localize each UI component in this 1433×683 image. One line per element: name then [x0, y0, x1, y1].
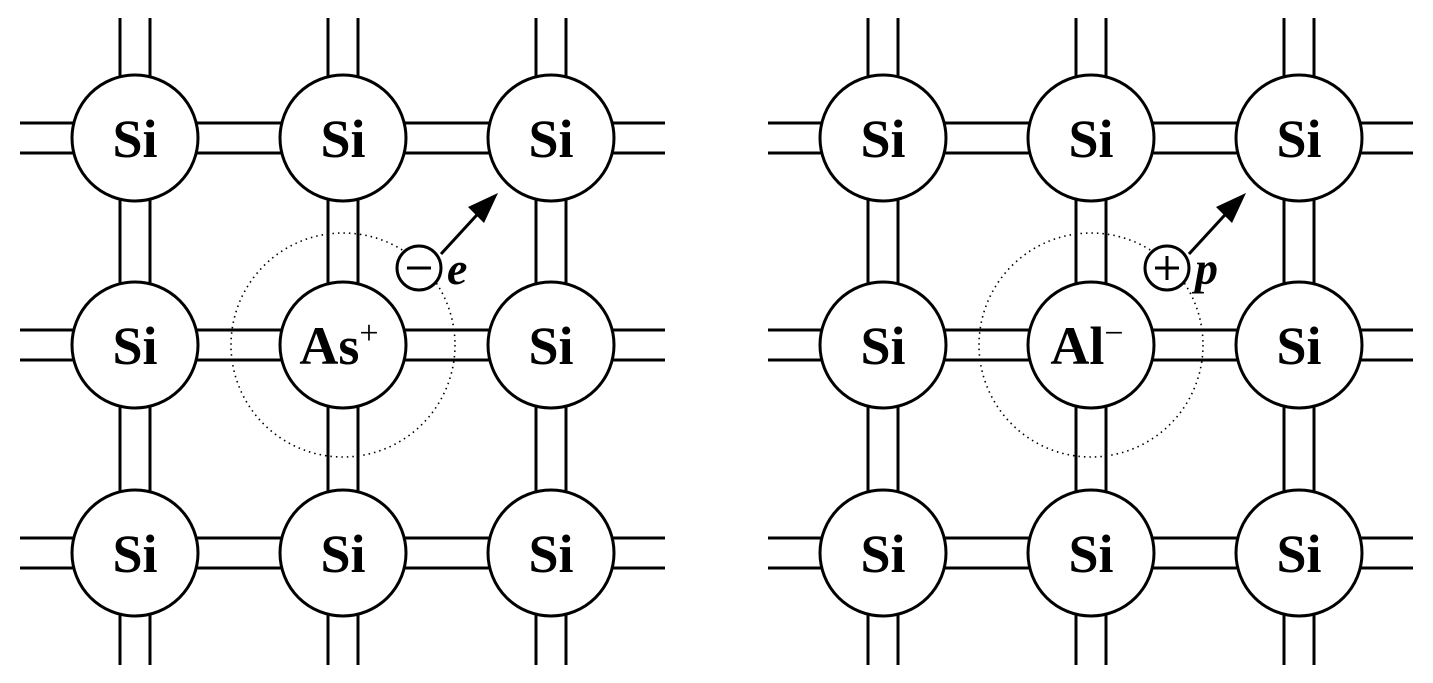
- atom-circle: [278, 488, 408, 618]
- atom-symbol: Si: [860, 109, 905, 169]
- element-symbol: Si: [320, 109, 365, 169]
- impurity-orbit-dotted: [978, 232, 1204, 458]
- atom-circle: [486, 488, 616, 618]
- atom-circle: [1026, 488, 1156, 618]
- impurity-atom: As+: [278, 280, 408, 410]
- silicon-atom: Si: [486, 73, 616, 203]
- silicon-atom: Si: [1026, 73, 1156, 203]
- atom-circle: [486, 280, 616, 410]
- atom-circle: [70, 280, 200, 410]
- atom-symbol: Si: [320, 109, 365, 169]
- atom-circle: [70, 73, 200, 203]
- silicon-atom: Si: [1026, 488, 1156, 618]
- atom-symbol: Si: [320, 524, 365, 584]
- element-symbol: Si: [860, 316, 905, 376]
- element-symbol: Si: [1276, 524, 1321, 584]
- atom-circle: [818, 488, 948, 618]
- atom-symbol: Si: [528, 316, 573, 376]
- atom-circle: [818, 280, 948, 410]
- atom-circle: [1234, 280, 1364, 410]
- silicon-atom: Si: [818, 488, 948, 618]
- element-symbol: Si: [528, 316, 573, 376]
- silicon-atom: Si: [818, 280, 948, 410]
- atom-symbol: Si: [1068, 109, 1113, 169]
- impurity-atom: Al−: [1026, 280, 1156, 410]
- atom-circle: [1026, 280, 1156, 410]
- element-symbol: Si: [528, 524, 573, 584]
- impurity-orbit-dotted: [230, 232, 456, 458]
- atom-symbol: Si: [528, 109, 573, 169]
- element-symbol: Si: [1068, 524, 1113, 584]
- atom-symbol: Si: [1276, 524, 1321, 584]
- plus-sign: [1155, 256, 1179, 280]
- element-symbol: Si: [1276, 109, 1321, 169]
- silicon-atom: Si: [818, 73, 948, 203]
- silicon-atom: Si: [1234, 488, 1364, 618]
- element-symbol: Al: [1050, 316, 1104, 376]
- silicon-atom: Si: [70, 488, 200, 618]
- ion-charge: +: [359, 315, 378, 352]
- element-symbol: Si: [112, 524, 157, 584]
- element-symbol: Si: [1068, 109, 1113, 169]
- ion-charge: −: [1104, 315, 1123, 352]
- element-symbol: As: [299, 316, 359, 376]
- silicon-atom: Si: [278, 73, 408, 203]
- element-symbol: Si: [528, 109, 573, 169]
- atom-symbol: Si: [112, 316, 157, 376]
- atom-circle: [1234, 488, 1364, 618]
- arrow-head: [1216, 193, 1246, 223]
- atom-circle: [1234, 73, 1364, 203]
- electron-label: e: [447, 243, 467, 294]
- silicon-atom: Si: [486, 280, 616, 410]
- element-symbol: Si: [320, 524, 365, 584]
- silicon-atom: Si: [486, 488, 616, 618]
- element-symbol: Si: [1276, 316, 1321, 376]
- free-hole: +p: [1143, 193, 1246, 294]
- element-symbol: Si: [860, 524, 905, 584]
- atom-circle: [1026, 73, 1156, 203]
- atom-circle: [818, 73, 948, 203]
- element-symbol: Si: [112, 316, 157, 376]
- atom-symbol: Si: [1068, 524, 1113, 584]
- silicon-atom: Si: [278, 488, 408, 618]
- impurity-symbol: Al−: [1050, 315, 1123, 376]
- atom-symbol: Si: [112, 109, 157, 169]
- silicon-atom: Si: [1234, 280, 1364, 410]
- atom-circle: [486, 73, 616, 203]
- silicon-atom: Si: [1234, 73, 1364, 203]
- free-electron: −e: [395, 193, 498, 294]
- atom-symbol: Si: [1276, 316, 1321, 376]
- atom-circle: [278, 280, 408, 410]
- impurity-symbol: As+: [299, 315, 378, 376]
- element-symbol: Si: [860, 109, 905, 169]
- element-symbol: Si: [112, 109, 157, 169]
- atom-symbol: Si: [112, 524, 157, 584]
- atom-symbol: Si: [528, 524, 573, 584]
- arrow-head: [468, 193, 498, 223]
- atom-circle: [70, 488, 200, 618]
- atom-symbol: Si: [1276, 109, 1321, 169]
- atom-circle: [278, 73, 408, 203]
- hole-label: p: [1191, 243, 1218, 294]
- silicon-atom: Si: [70, 280, 200, 410]
- silicon-atom: Si: [70, 73, 200, 203]
- atom-symbol: Si: [860, 316, 905, 376]
- atom-symbol: Si: [860, 524, 905, 584]
